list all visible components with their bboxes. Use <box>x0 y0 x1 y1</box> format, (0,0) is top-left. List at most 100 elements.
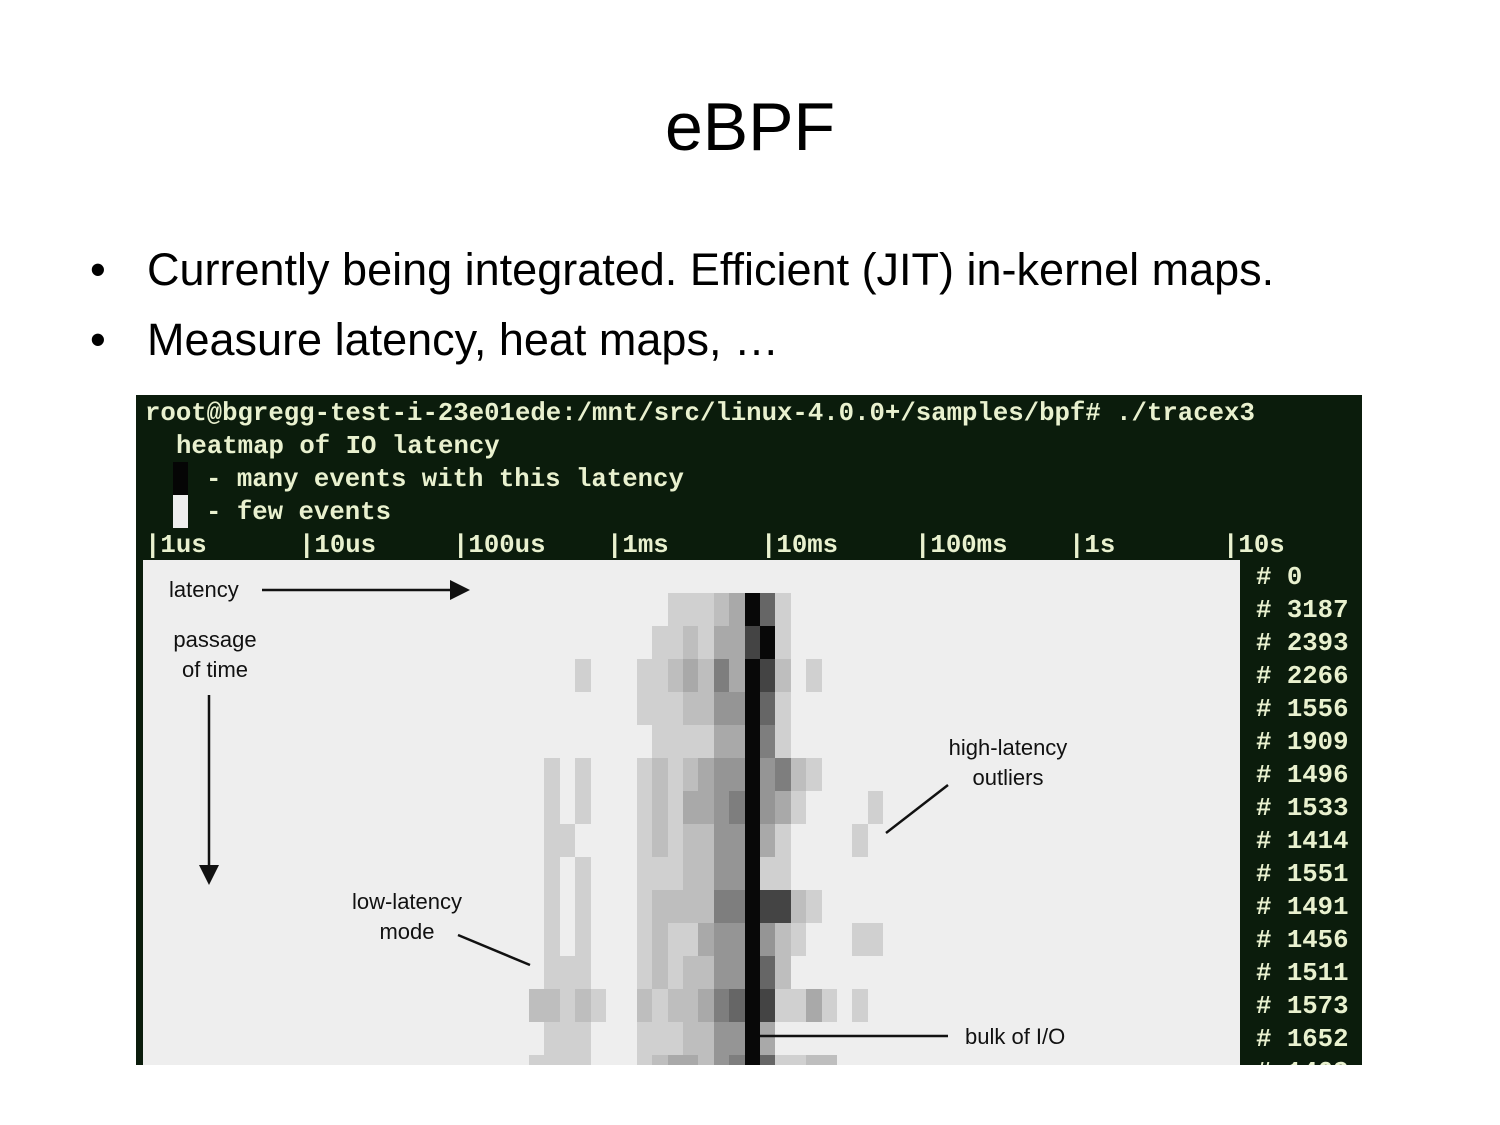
heatmap-cell <box>729 989 745 1022</box>
heatmap-cell <box>775 758 791 791</box>
heatmap-cell <box>636 956 653 989</box>
heatmap-cell <box>683 989 699 1022</box>
heatmap-cell <box>667 890 683 923</box>
annotation-latency: latency <box>169 577 239 602</box>
heatmap-cell <box>667 989 683 1022</box>
heatmap-cell <box>806 989 822 1022</box>
bullet-dot-icon: • <box>90 244 106 295</box>
heatmap-cell <box>652 1022 668 1055</box>
annotation-high-1: high-latency <box>948 735 1068 760</box>
heatmap-cell <box>636 659 653 692</box>
axis-tick-label: |10ms <box>761 531 839 560</box>
heatmap-cell <box>683 593 699 626</box>
heatmap-cell <box>744 692 760 725</box>
heatmap-cell <box>713 857 730 890</box>
heatmap-cell <box>698 725 714 758</box>
heatmap-cell <box>698 1055 714 1065</box>
heatmap-cell <box>744 725 760 758</box>
terminal-screenshot: root@bgregg-test-i-23e01ede:/mnt/src/lin… <box>136 395 1362 1065</box>
heatmap-cell <box>683 824 699 857</box>
heatmap-cell <box>806 890 822 923</box>
heatmap-cell <box>713 659 730 692</box>
heatmap-cell <box>544 923 560 956</box>
heatmap-cell <box>667 725 683 758</box>
heatmap-cell <box>698 956 714 989</box>
heatmap-cell <box>667 857 683 890</box>
annotation-passage-1: passage <box>173 627 257 652</box>
heatmap-cell <box>698 857 714 890</box>
heatmap-cell <box>652 725 668 758</box>
terminal-heading: heatmap of IO latency <box>176 432 500 461</box>
heatmap-cell <box>667 659 683 692</box>
heatmap-cell <box>713 1055 730 1065</box>
heatmap-cell <box>575 1055 591 1065</box>
heatmap-cell <box>575 659 591 692</box>
heatmap-cell <box>775 1055 791 1065</box>
heatmap-cell <box>698 890 714 923</box>
heatmap-cell <box>775 791 791 824</box>
heatmap-cell <box>544 758 560 791</box>
heatmap-cell <box>575 956 591 989</box>
heatmap-cell <box>775 890 791 923</box>
legend-light-swatch <box>173 495 188 528</box>
heatmap-cell <box>544 989 560 1022</box>
heatmap-cell <box>775 626 791 659</box>
row-count: # 3187 <box>1256 596 1349 625</box>
heatmap-cell <box>729 791 745 824</box>
heatmap-cell <box>775 857 791 890</box>
heatmap-cell <box>575 890 591 923</box>
heatmap-cell <box>760 1022 776 1055</box>
heatmap-cell <box>698 1022 714 1055</box>
heatmap-cell <box>667 1055 683 1065</box>
heatmap-cell <box>760 956 776 989</box>
heatmap-cell <box>744 824 760 857</box>
heatmap-cell <box>698 824 714 857</box>
heatmap-cell <box>729 758 745 791</box>
heatmap-cell <box>744 659 760 692</box>
axis-tick-label: |100us <box>453 531 546 560</box>
heatmap-cell <box>544 857 560 890</box>
heatmap-cell <box>713 824 730 857</box>
annotation-bulk: bulk of I/O <box>965 1024 1066 1049</box>
slide-title: eBPF <box>664 89 836 165</box>
heatmap-cell <box>698 692 714 725</box>
bullet-dot-icon: • <box>90 314 106 365</box>
heatmap-cell <box>667 824 683 857</box>
heatmap-cell <box>790 791 807 824</box>
heatmap-cell <box>760 923 776 956</box>
heatmap-cell <box>775 923 791 956</box>
heatmap-cell <box>667 1022 683 1055</box>
heatmap-cell <box>790 758 807 791</box>
heatmap-cell <box>652 956 668 989</box>
heatmap-cell <box>760 725 776 758</box>
heatmap-cell <box>698 923 714 956</box>
heatmap-cell <box>775 725 791 758</box>
heatmap-cell <box>729 626 745 659</box>
heatmap-cell <box>790 923 807 956</box>
bullet-1: •Currently being integrated. Efficient (… <box>90 244 1274 296</box>
row-count: # 1463 <box>1256 1056 1349 1065</box>
heatmap-cell <box>729 923 745 956</box>
heatmap-cell <box>744 1022 760 1055</box>
heatmap-cell <box>790 1055 807 1065</box>
heatmap-cell <box>744 989 760 1022</box>
heatmap-cell <box>652 824 668 857</box>
heatmap-cell <box>698 989 714 1022</box>
row-count: # 2393 <box>1256 629 1349 658</box>
heatmap-cell <box>683 890 699 923</box>
heatmap-cell <box>729 1022 745 1055</box>
heatmap-cell <box>806 659 822 692</box>
heatmap-cell <box>729 890 745 923</box>
heatmap-cell <box>760 989 776 1022</box>
heatmap-cell <box>806 1055 822 1065</box>
heatmap-cell <box>713 692 730 725</box>
heatmap-cell <box>744 626 760 659</box>
heatmap-cell <box>790 989 807 1022</box>
heatmap-cell <box>529 989 545 1022</box>
heatmap-cell <box>698 791 714 824</box>
heatmap-cell <box>729 857 745 890</box>
heatmap-cell <box>652 857 668 890</box>
heatmap-cell <box>760 791 776 824</box>
